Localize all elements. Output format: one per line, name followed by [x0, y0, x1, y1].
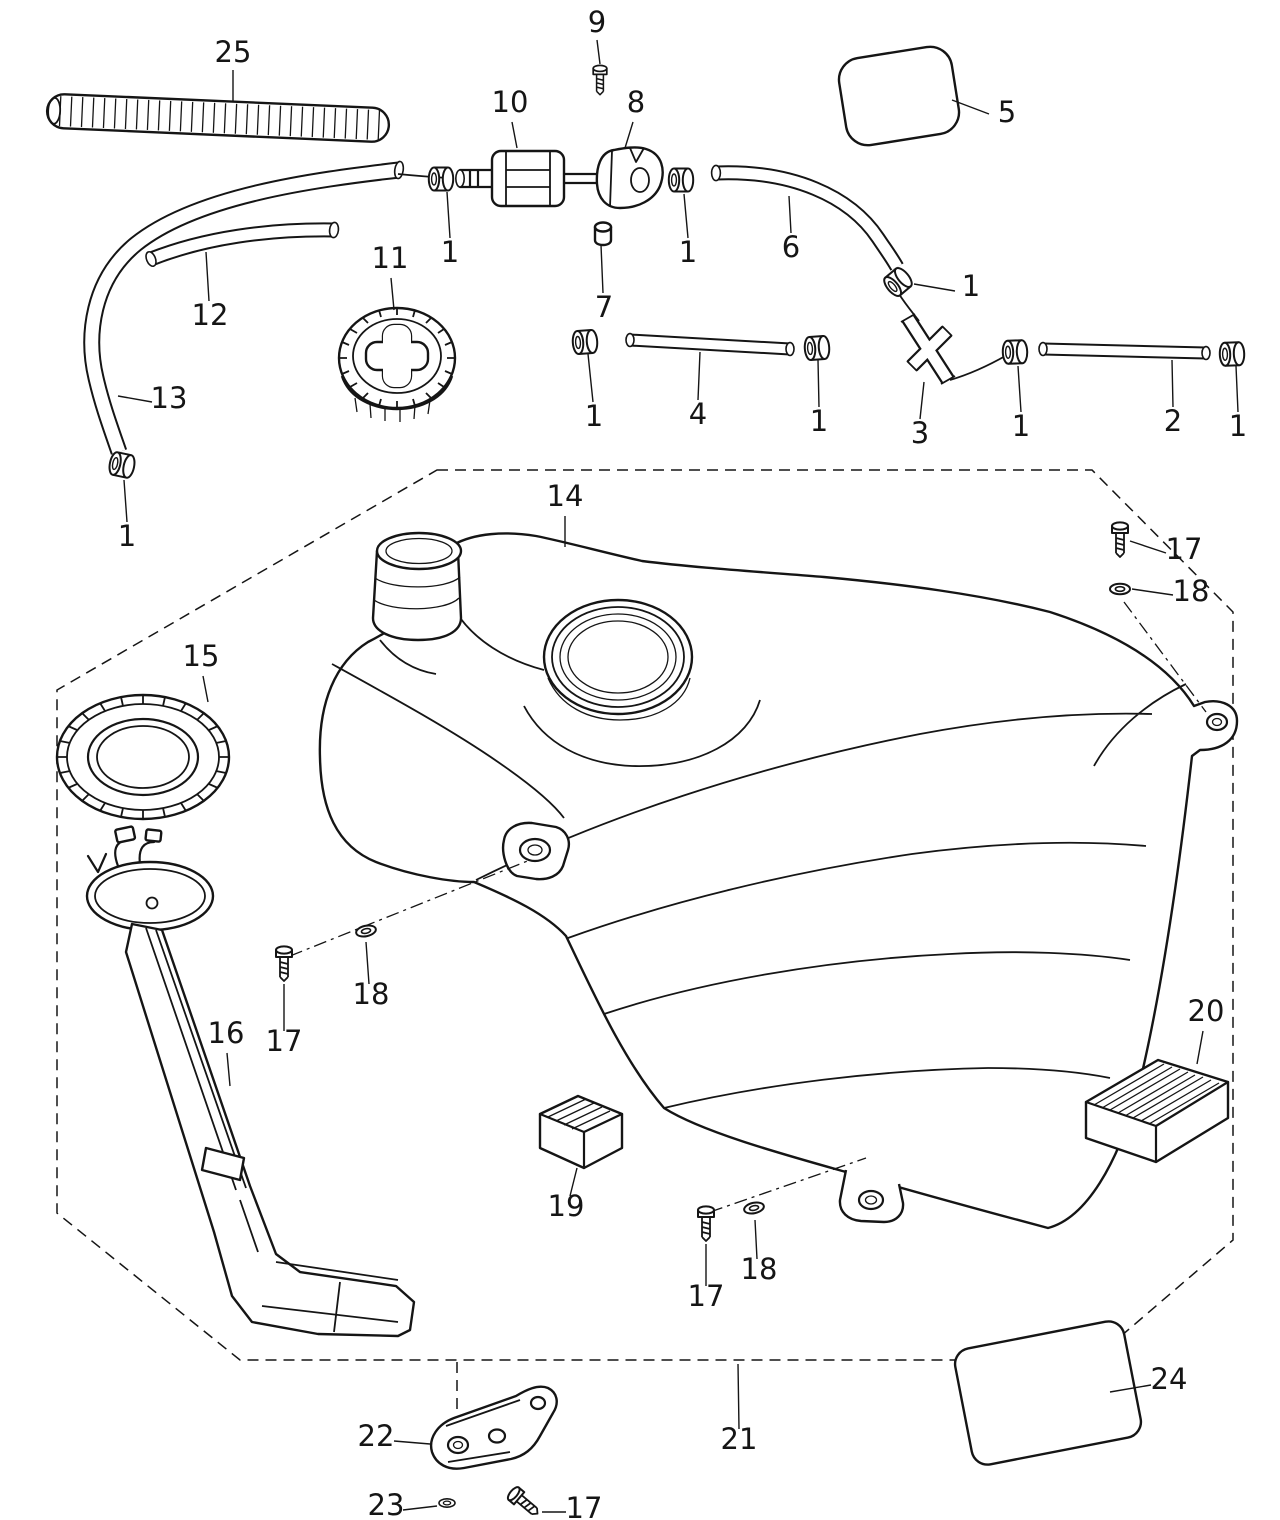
assembly-boundary: [56, 469, 1234, 1410]
part-12-hose: [145, 221, 340, 268]
part-13-hose: [83, 160, 405, 455]
tank-filler-opening: [542, 598, 694, 721]
callout-18: 18: [741, 1252, 778, 1286]
part-11-fuel-cap: [337, 306, 457, 422]
callout-21: 21: [721, 1422, 758, 1456]
screw: [697, 1205, 715, 1242]
part-6-hose: [710, 164, 904, 271]
part-10-fuel-filter: [454, 149, 602, 208]
callout-24: 24: [1151, 1362, 1188, 1396]
part-14-fuel-tank: [318, 531, 1239, 1230]
callout-1: 1: [679, 235, 697, 269]
hose-clamp: [880, 264, 916, 300]
part-2-tube: [1038, 341, 1211, 361]
callout-11: 11: [372, 241, 409, 275]
callout-labels: 25 9 10 8 5 1 1 6 7 12 11 1 13 1 4 1 3 1…: [118, 5, 1247, 1520]
callout-17: 17: [266, 1024, 303, 1058]
callout-8: 8: [627, 85, 645, 119]
callout-1: 1: [441, 235, 459, 269]
callout-leader-lines: [117, 39, 1239, 1513]
callout-23: 23: [368, 1488, 405, 1520]
hose-clamp: [427, 166, 455, 192]
callout-10: 10: [492, 85, 529, 119]
washer: [1109, 582, 1131, 596]
screw: [1111, 521, 1129, 558]
callout-5: 5: [998, 95, 1016, 129]
part-19-foam-pad: [538, 1094, 624, 1170]
callout-17: 17: [1166, 532, 1203, 566]
part-16-fuel-level-sender: [85, 825, 416, 1338]
callout-12: 12: [192, 298, 229, 332]
alignment-lines: [289, 601, 1207, 1213]
callout-1: 1: [118, 519, 136, 553]
callout-18: 18: [1173, 574, 1210, 608]
callout-1: 1: [1229, 409, 1247, 443]
screw: [504, 1484, 544, 1520]
part-23-nut: [438, 1498, 456, 1508]
callout-9: 9: [588, 5, 606, 39]
tank-filler-neck: [371, 531, 463, 642]
callout-2: 2: [1164, 404, 1182, 438]
callout-17: 17: [566, 1491, 603, 1520]
part-8-filter-bracket: [595, 146, 664, 210]
callout-14: 14: [547, 479, 584, 513]
part-4-tube: [625, 332, 795, 357]
callout-19: 19: [548, 1189, 585, 1223]
part-15-lock-ring: [55, 693, 231, 821]
callout-25: 25: [215, 35, 252, 69]
callout-1: 1: [810, 404, 828, 438]
hose-clamps-part-1: [106, 166, 1246, 480]
part-22-bracket: [429, 1385, 558, 1470]
hose-clamp: [1218, 341, 1246, 367]
callout-1: 1: [1012, 409, 1030, 443]
part-3-three-way-fitting: [900, 313, 956, 385]
callout-3: 3: [911, 416, 929, 450]
washer: [742, 1199, 766, 1217]
part-25-corrugated-sleeve: [45, 93, 391, 143]
hose-clamp: [106, 450, 138, 480]
hose-clamp: [803, 334, 831, 362]
part-20-foam-pad: [1084, 1058, 1230, 1164]
callout-13: 13: [151, 381, 188, 415]
callout-6: 6: [782, 230, 800, 264]
callout-16: 16: [208, 1016, 245, 1050]
callout-17: 17: [688, 1279, 725, 1313]
screw: [275, 945, 293, 982]
hose-clamp: [571, 328, 599, 356]
callout-18: 18: [353, 977, 390, 1011]
part-7-spacer: [593, 221, 613, 247]
washer: [354, 922, 378, 940]
hose-clamp: [667, 167, 695, 193]
callout-15: 15: [183, 639, 220, 673]
callout-1: 1: [962, 269, 980, 303]
callout-1: 1: [585, 399, 603, 433]
part-9-screw: [592, 64, 608, 96]
callout-7: 7: [595, 290, 613, 324]
tank-mounting-tabs: [502, 712, 1229, 1224]
callout-22: 22: [358, 1419, 395, 1453]
callout-4: 4: [689, 397, 707, 431]
part-24-pad: [953, 1320, 1143, 1466]
hose-clamp: [1001, 339, 1029, 365]
part-5-pad: [837, 45, 961, 147]
callout-20: 20: [1188, 994, 1225, 1028]
